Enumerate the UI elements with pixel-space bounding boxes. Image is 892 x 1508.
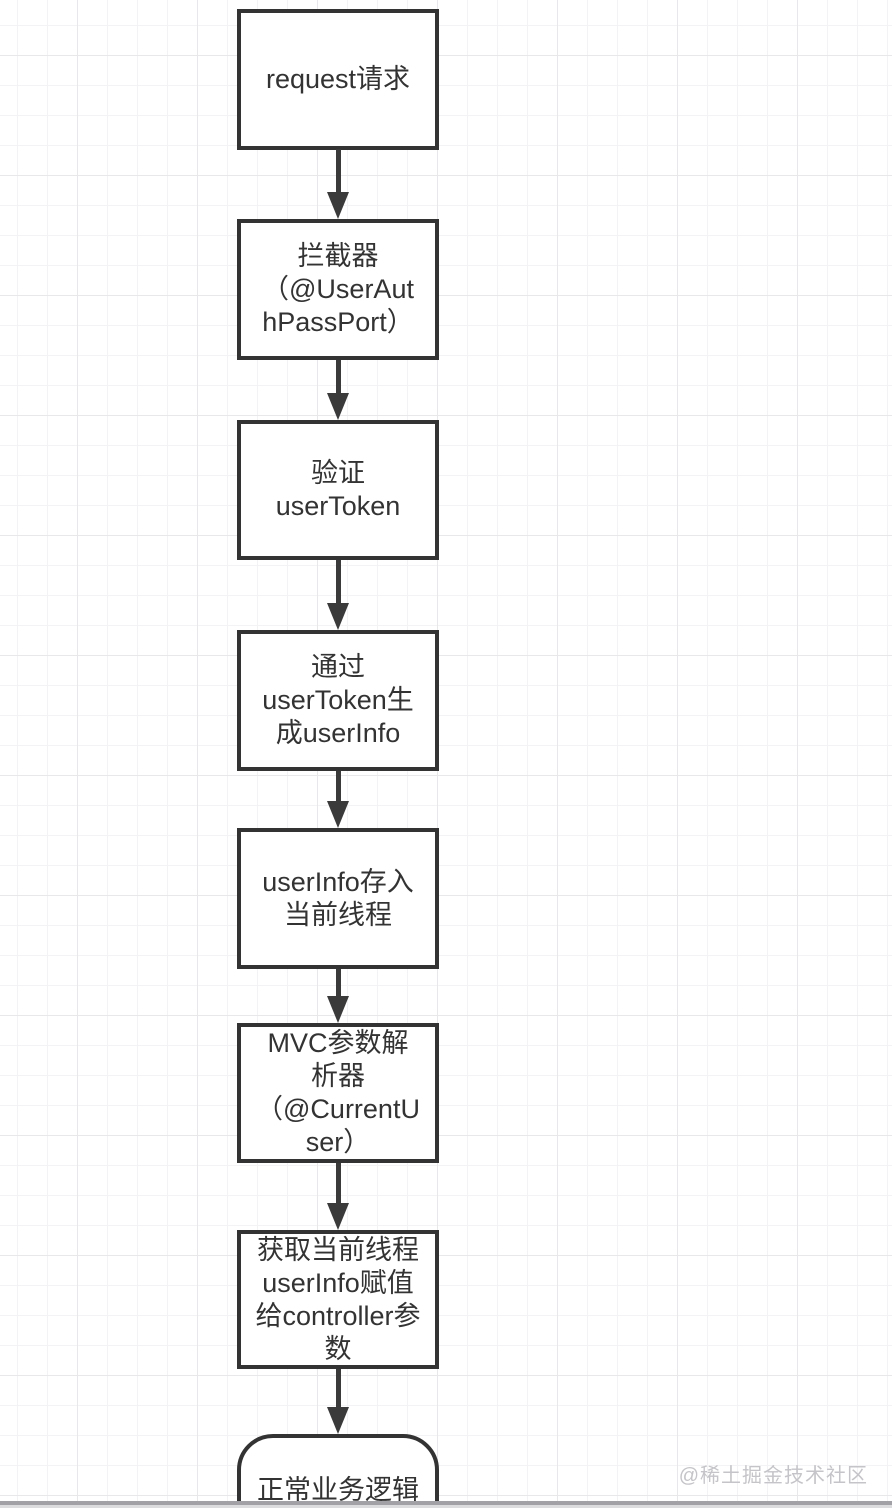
flow-node-verify-usertoken: 验证 userToken	[237, 420, 439, 560]
arrow-down-icon	[327, 1203, 349, 1230]
arrow-down-icon	[327, 801, 349, 828]
flow-node-interceptor: 拦截器 （@UserAut hPassPort）	[237, 219, 439, 360]
arrow-down-icon	[327, 393, 349, 420]
flow-node-business-logic: 正常业务逻辑	[237, 1434, 439, 1508]
flow-edge-6	[327, 1163, 349, 1230]
arrow-stem	[335, 560, 341, 603]
arrow-down-icon	[327, 603, 349, 630]
flow-edge-7	[327, 1369, 349, 1434]
arrow-stem	[335, 360, 341, 393]
flow-node-request: request请求	[237, 9, 439, 150]
arrow-stem	[335, 1163, 341, 1203]
flow-edge-2	[327, 360, 349, 420]
bottom-divider-light	[0, 1505, 892, 1508]
flow-edge-5	[327, 969, 349, 1023]
flow-edge-3	[327, 560, 349, 630]
arrow-down-icon	[327, 1407, 349, 1434]
arrow-down-icon	[327, 996, 349, 1023]
arrow-stem	[335, 969, 341, 996]
arrow-stem	[335, 1369, 341, 1407]
bottom-divider	[0, 1501, 892, 1505]
flow-node-generate-userinfo: 通过 userToken生 成userInfo	[237, 630, 439, 771]
arrow-stem	[335, 771, 341, 801]
arrow-stem	[335, 149, 341, 192]
flow-node-mvc-resolver: MVC参数解 析器 （@CurrentU ser）	[237, 1023, 439, 1163]
flow-edge-1	[327, 149, 349, 219]
flow-edge-4	[327, 771, 349, 828]
arrow-down-icon	[327, 192, 349, 219]
juejin-watermark: @稀土掘金技术社区	[678, 1465, 868, 1487]
flow-node-assign-controller: 获取当前线程 userInfo赋值 给controller参 数	[237, 1230, 439, 1369]
flow-node-store-in-thread: userInfo存入 当前线程	[237, 828, 439, 969]
